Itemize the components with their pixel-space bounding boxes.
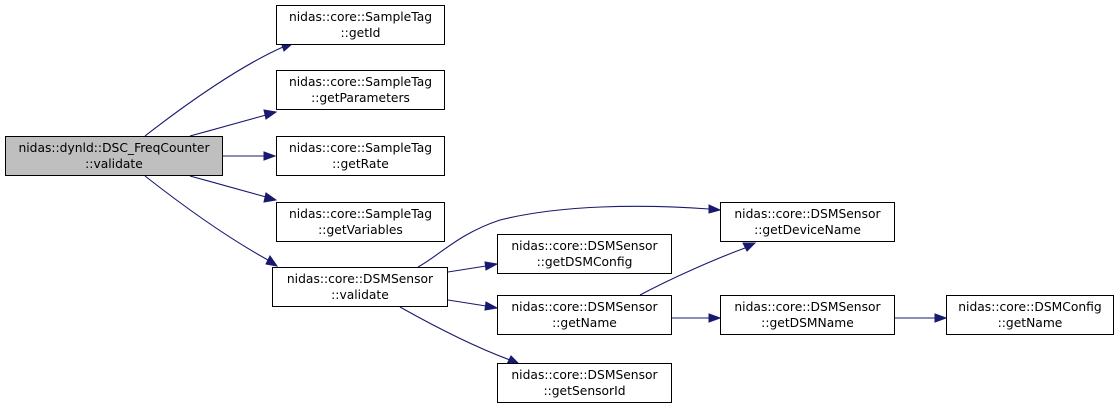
node-sampletag-getvariables[interactable]: nidas::core::SampleTag ::getVariables xyxy=(276,202,445,242)
node-label-line2: ::getParameters xyxy=(311,91,410,105)
node-label-line1: nidas::dynld::DSC_FreqCounter xyxy=(18,141,210,155)
edge-getname-to-getdevicename xyxy=(639,247,746,296)
edge-validate-to-getdsmconfig xyxy=(447,265,487,273)
node-label-line2: ::getSensorId xyxy=(543,384,626,398)
node-label-line2: ::getRate xyxy=(332,157,389,171)
node-dsmsensor-getdsmconfig[interactable]: nidas::core::DSMSensor ::getDSMConfig xyxy=(497,234,672,274)
edge-validate-to-getdevicename xyxy=(417,205,710,268)
node-label-line1: nidas::core::SampleTag xyxy=(288,75,433,89)
node-label-line2: ::getDSMConfig xyxy=(536,255,633,269)
edge-validate-to-getsensorid xyxy=(399,306,511,361)
node-label-line2: ::getName xyxy=(997,316,1063,330)
node-sampletag-getid[interactable]: nidas::core::SampleTag ::getId xyxy=(276,5,445,45)
node-label-line2: ::validate xyxy=(85,157,143,171)
node-dsc-freqcounter-validate[interactable]: nidas::dynld::DSC_FreqCounter ::validate xyxy=(5,136,223,176)
edge-validate-to-getdevicename-arrowhead xyxy=(708,204,722,214)
edge-root-to-dsmsensor-validate-arrowhead xyxy=(265,255,279,267)
edge-root-to-getid xyxy=(144,46,284,137)
edge-root-to-getvariables xyxy=(189,175,267,198)
edge-root-to-getparameters-arrowhead xyxy=(263,109,278,120)
edge-root-to-getvariables-arrowhead xyxy=(263,192,278,203)
node-label-line1: nidas::core::DSMSensor xyxy=(511,300,658,314)
node-label-line1: nidas::core::DSMSensor xyxy=(286,272,434,286)
edge-root-to-dsmsensor-validate xyxy=(144,175,269,261)
node-label-line1: nidas::core::SampleTag xyxy=(288,10,433,24)
node-sampletag-getrate[interactable]: nidas::core::SampleTag ::getRate xyxy=(276,136,445,176)
node-label-line2: ::getId xyxy=(340,26,381,40)
node-label-line1: nidas::core::DSMConfig xyxy=(958,300,1102,314)
edge-validate-to-getname-arrowhead xyxy=(484,301,499,311)
edge-root-to-getparameters xyxy=(189,114,267,137)
node-dsmconfig-getname[interactable]: nidas::core::DSMConfig ::getName xyxy=(946,295,1114,335)
edge-validate-to-getdsmconfig-arrowhead xyxy=(484,261,499,271)
edge-getdsmname-to-dsmconfig-getname-arrowhead xyxy=(934,313,948,323)
node-label-line2: ::getVariables xyxy=(318,223,403,237)
node-label-line2: ::validate xyxy=(331,288,389,302)
edge-root-to-getrate-arrowhead xyxy=(263,151,277,161)
edge-getname-to-getdevicename-arrowhead xyxy=(742,242,757,252)
node-label-line1: nidas::core::DSMSensor xyxy=(511,239,658,253)
node-dsmsensor-getdevicename[interactable]: nidas::core::DSMSensor ::getDeviceName xyxy=(720,202,895,242)
edge-getname-to-getdsmname-arrowhead xyxy=(708,313,722,323)
node-label-line1: nidas::core::SampleTag xyxy=(288,207,433,221)
node-dsmsensor-getdsmname[interactable]: nidas::core::DSMSensor ::getDSMName xyxy=(720,295,895,335)
edge-validate-to-getname xyxy=(447,299,487,307)
node-sampletag-getparameters[interactable]: nidas::core::SampleTag ::getParameters xyxy=(276,70,445,110)
node-label-line2: ::getName xyxy=(552,316,617,330)
node-label-line1: nidas::core::SampleTag xyxy=(288,141,433,155)
node-label-line1: nidas::core::DSMSensor xyxy=(734,207,881,221)
node-label-line2: ::getDSMName xyxy=(761,316,854,330)
node-dsmsensor-validate[interactable]: nidas::core::DSMSensor ::validate xyxy=(272,267,448,307)
node-label-line2: ::getDeviceName xyxy=(754,223,861,237)
node-label-line1: nidas::core::DSMSensor xyxy=(734,300,881,314)
node-dsmsensor-getname[interactable]: nidas::core::DSMSensor ::getName xyxy=(497,295,672,335)
node-label-line1: nidas::core::DSMSensor xyxy=(511,368,658,382)
node-dsmsensor-getsensorid[interactable]: nidas::core::DSMSensor ::getSensorId xyxy=(497,363,672,403)
